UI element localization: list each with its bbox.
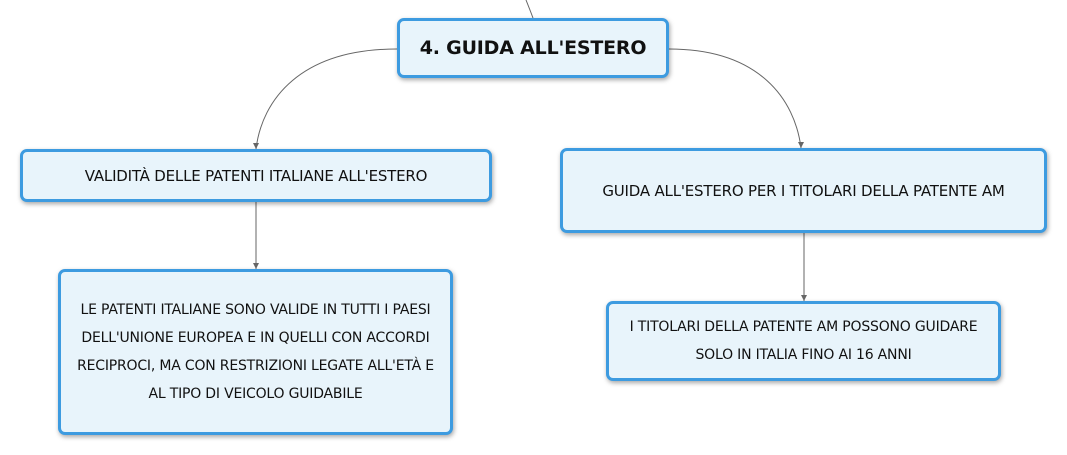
topic-label-guida-patente-am: GUIDA ALL'ESTERO PER I TITOLARI DELLA PA… <box>602 181 1005 200</box>
subtopic-node-titolari-am[interactable]: I TITOLARI DELLA PATENTE AM POSSONO GUID… <box>606 301 1001 381</box>
root-topic-label: 4. GUIDA ALL'ESTERO <box>419 37 647 59</box>
arrowhead-left-branch <box>253 143 259 149</box>
subtopic-label-patenti-valide: LE PATENTI ITALIANE SONO VALIDE IN TUTTI… <box>77 302 434 402</box>
arrowhead-right-branch <box>798 142 804 148</box>
topic-node-validita-patenti[interactable]: VALIDITÀ DELLE PATENTI ITALIANE ALL'ESTE… <box>20 149 492 202</box>
arrowhead-right-leaf <box>801 295 807 301</box>
subtopic-label-titolari-am: I TITOLARI DELLA PATENTE AM POSSONO GUID… <box>629 319 978 363</box>
connector-root-to-left-branch <box>255 48 398 150</box>
connector-to-parent <box>525 0 534 19</box>
arrowhead-left-leaf <box>253 263 259 269</box>
topic-node-guida-patente-am[interactable]: GUIDA ALL'ESTERO PER I TITOLARI DELLA PA… <box>560 148 1047 233</box>
connector-root-to-right-branch <box>668 48 802 149</box>
root-topic-node[interactable]: 4. GUIDA ALL'ESTERO <box>397 18 669 78</box>
topic-label-validita-patenti: VALIDITÀ DELLE PATENTI ITALIANE ALL'ESTE… <box>84 166 428 185</box>
subtopic-node-patenti-valide[interactable]: LE PATENTI ITALIANE SONO VALIDE IN TUTTI… <box>58 269 453 435</box>
